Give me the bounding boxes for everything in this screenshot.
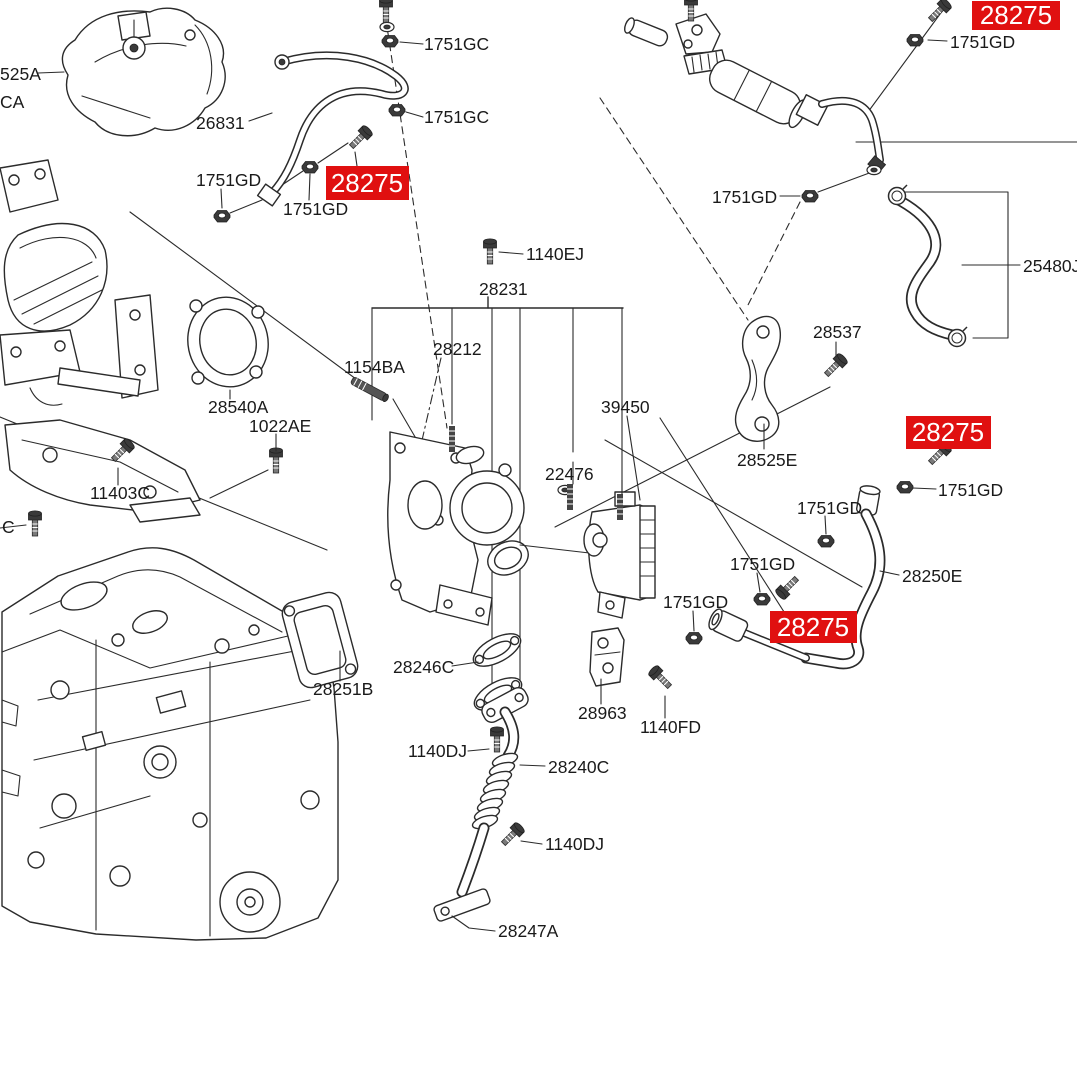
stud-1154BA [350,377,389,402]
bracket-11403C [4,419,201,523]
washer [866,164,882,176]
bolt-1022AE [269,447,283,474]
oil-drain-pipe-28240C [433,687,529,922]
part-label: 1751GD [797,498,862,518]
gasket-28251B [281,591,359,689]
part-label: 1154BA [344,357,405,377]
bolt [379,0,393,24]
highlighted-part-label[interactable]: 28275 [972,0,1060,30]
part-label: 28540A [208,397,269,417]
part-label: 28525E [737,450,797,470]
part-label: 1751GD [950,32,1015,52]
part-label: 28240C [548,757,609,777]
turbocharger-28231 [387,431,599,626]
bolt-1140DJ [490,726,504,753]
flange-28247A [433,888,491,922]
nut-1751GC [381,35,399,48]
bracket-28963 [589,627,625,687]
nut-1751GD [685,632,703,645]
stud-22476 [566,483,574,511]
water-hose-25480J [887,184,968,348]
part-label: 525A [0,64,41,84]
stud-22476 [616,493,624,521]
part-label: 28537 [813,322,862,342]
bolt [925,0,954,25]
part-label: 1140DJ [408,741,467,761]
part-label: 1140EJ [526,244,584,264]
bolt-28537 [821,351,850,380]
part-label: 39450 [601,397,650,417]
bolt [28,510,42,537]
part-label: 28231 [479,279,528,299]
nut-1751GD [801,190,819,203]
part-label: 1751GD [712,187,777,207]
highlighted-part-code[interactable]: 28275 [980,0,1052,30]
part-label: 25480J [1023,256,1077,276]
stud [448,425,456,453]
nut-1751GD [817,535,835,548]
label-leaders [37,39,948,932]
highlighted-part-label[interactable]: 28275 [326,166,409,200]
bracket-28525E [734,315,782,442]
part-labels: 525A CA 26831 1751GC 1751GC 1751GD 1751G… [0,32,1077,941]
nut-1751GD [906,34,924,47]
highlighted-part-label[interactable]: 28275 [770,611,857,643]
part-label: 28963 [578,703,627,723]
nut-1751GD [301,161,319,174]
part-label: 28251B [313,679,373,699]
part-label: 1022AE [249,416,311,436]
water-pipe-28250E [708,485,886,670]
part-label: 1751GD [283,199,348,219]
part-label: 28212 [433,339,482,359]
bolt-1140DJ [498,820,527,849]
highlighted-part-code[interactable]: 28275 [331,168,403,198]
part-label: 28247A [498,921,559,941]
part-label: 22476 [545,464,594,484]
bolt-1140FD [646,663,675,692]
part-label: 1140FD [640,717,701,737]
highlighted-part-label[interactable]: 28275 [906,416,991,449]
part-label: 1751GD [196,170,261,190]
bolt-28275 [773,573,802,602]
egr-pipe-assembly [623,13,887,174]
part-label: 1751GC [424,34,489,54]
part-label: 1751GD [663,592,728,612]
fasteners [28,0,954,849]
washer [379,21,395,33]
engine-block [1,547,339,941]
bolt-28275 [346,123,375,152]
highlighted-labels: 28275 28275 28275 28275 [326,0,1060,643]
gasket-28540A [187,296,269,388]
part-label: C [2,517,15,537]
heat-shield-28525A [61,7,226,137]
highlighted-part-code[interactable]: 28275 [912,417,984,447]
nut-1751GC [388,104,406,117]
part-label: 28250E [902,566,962,586]
nut-1751GD [896,481,914,494]
part-label: 1140DJ [545,834,604,854]
part-label: 11403C [90,483,150,503]
part-label: 26831 [196,113,245,133]
catalyst-manifold [0,159,159,406]
part-label: 1751GC [424,107,489,127]
bellows-section [471,752,519,830]
highlighted-part-code[interactable]: 28275 [777,612,849,642]
part-label: 1751GD [938,480,1003,500]
nut-1751GD [753,593,771,606]
part-label: 1751GD [730,554,795,574]
bolt-1140EJ [483,238,497,265]
nut-1751GD [213,210,231,223]
part-label: CA [0,92,25,112]
part-label: 28246C [393,657,454,677]
oil-pipe-26831 [256,51,409,207]
